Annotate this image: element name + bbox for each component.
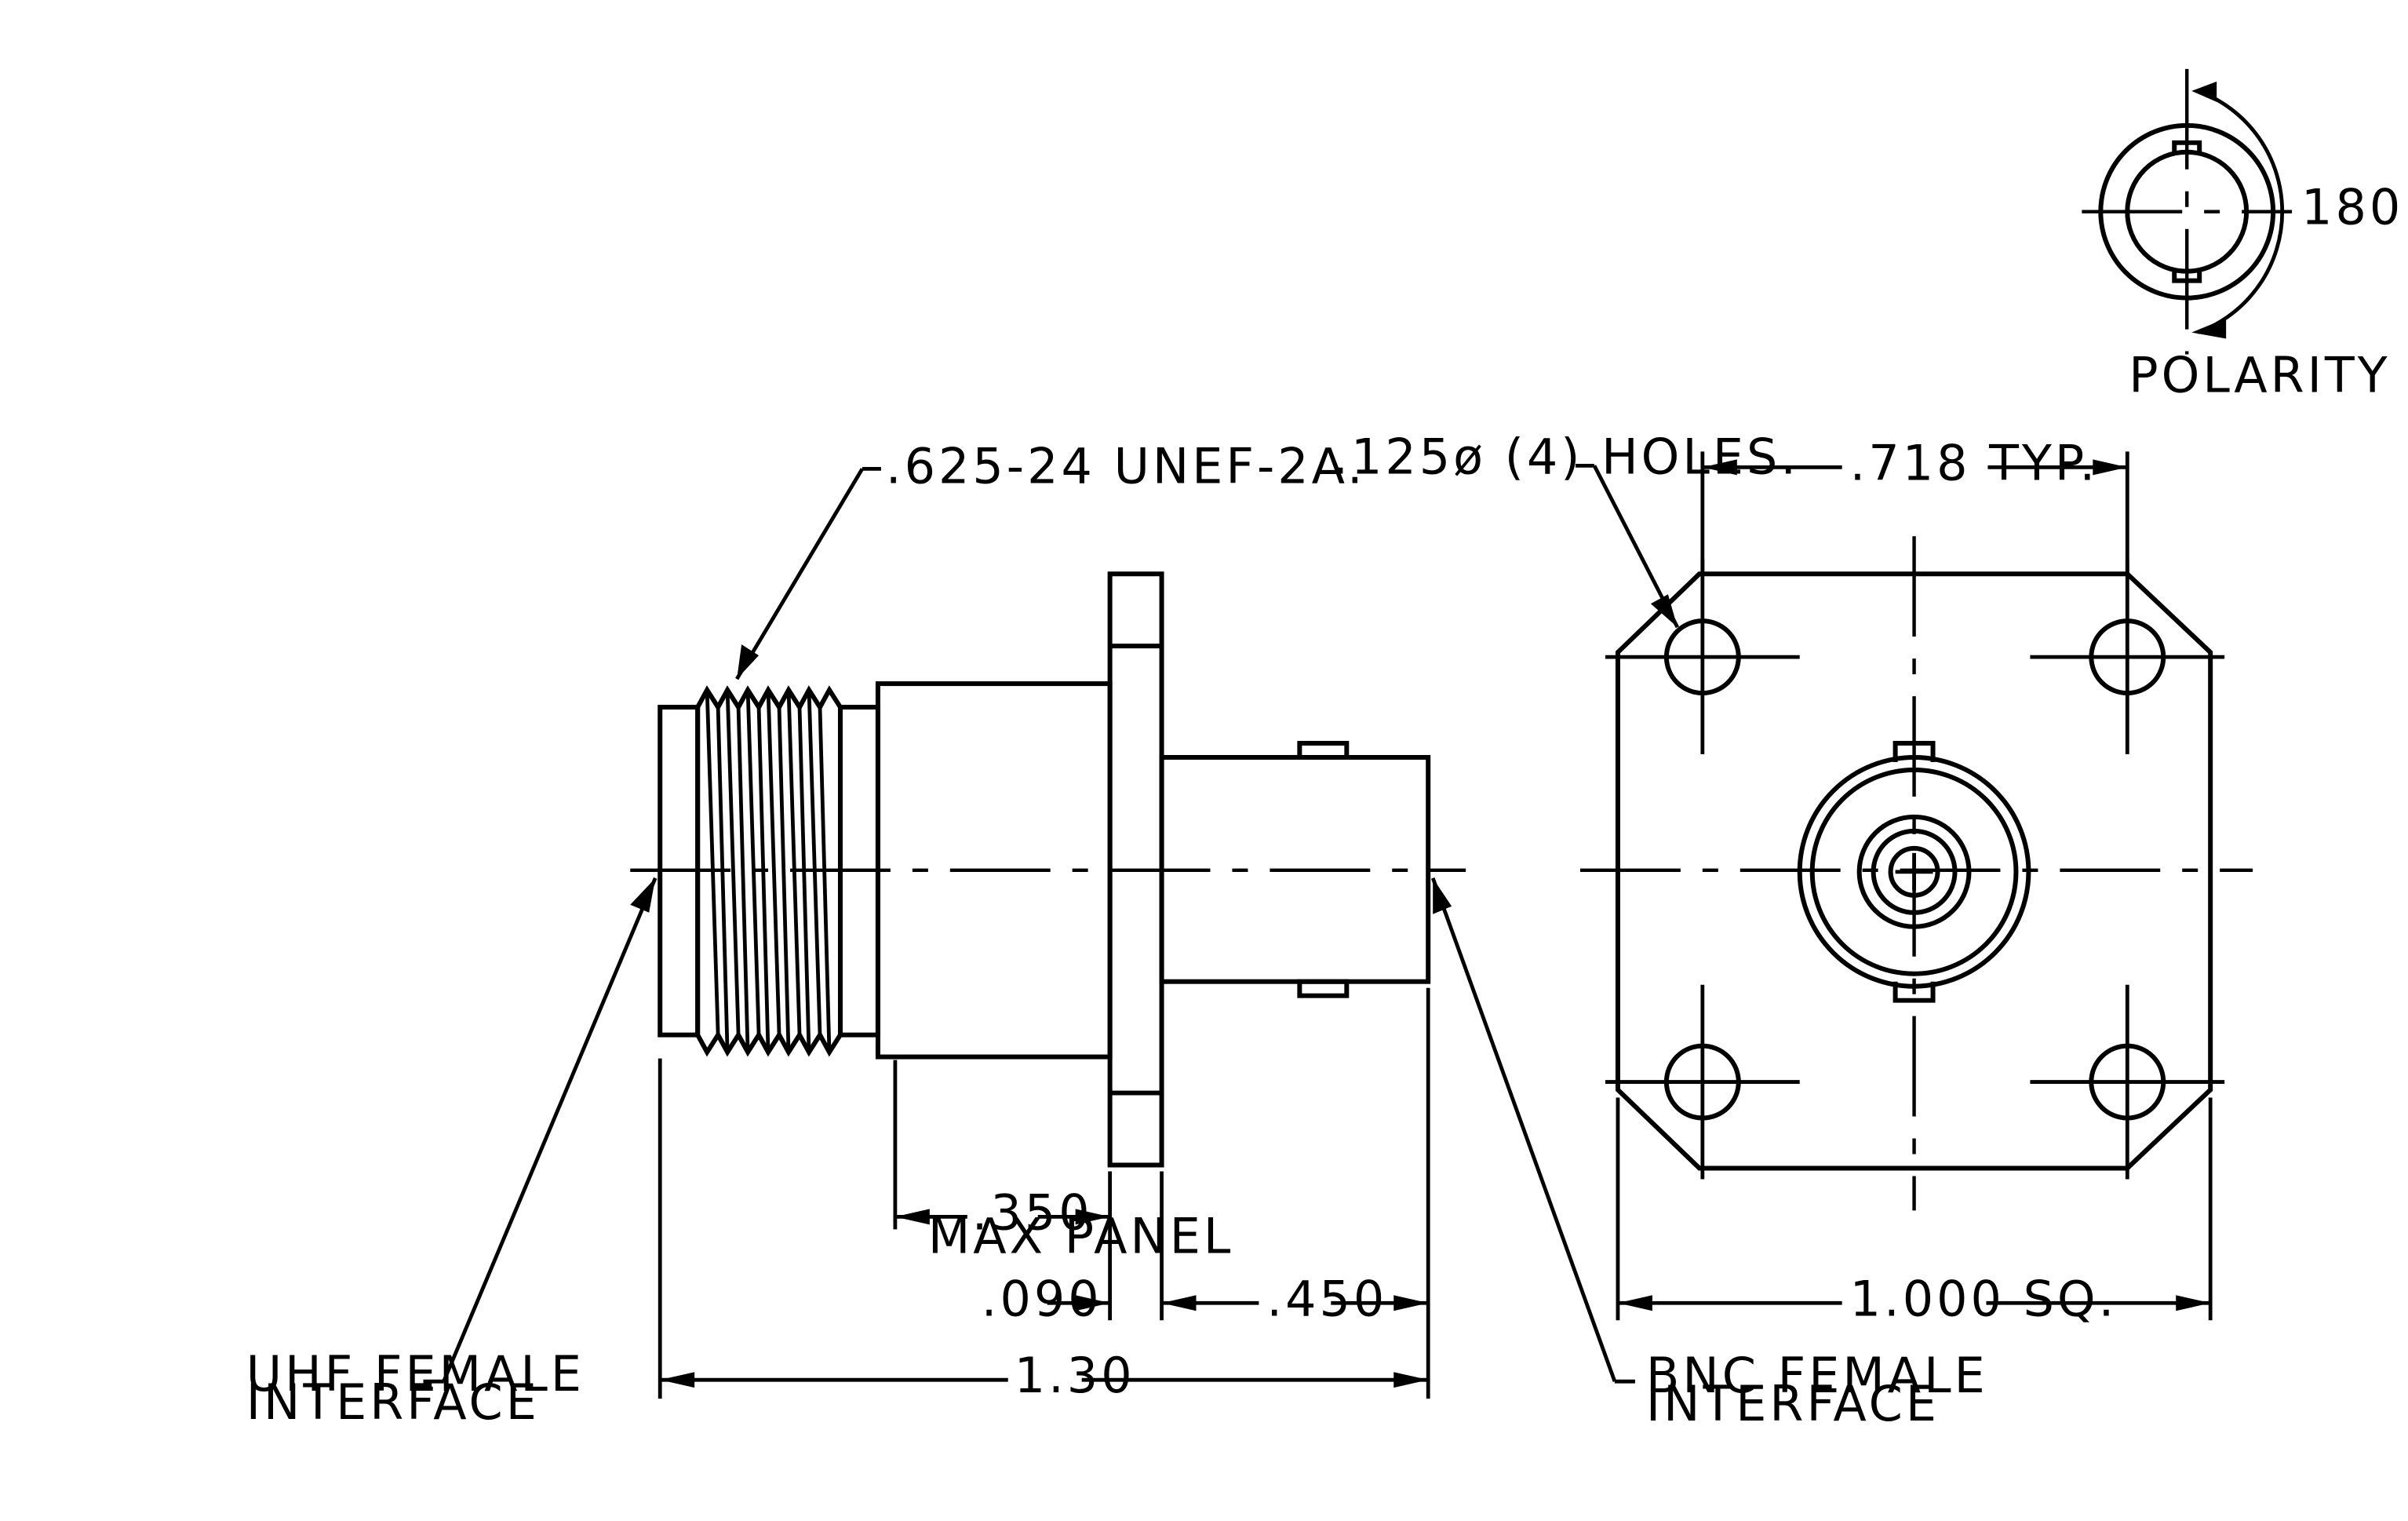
polarity-arrow-bottom bbox=[2191, 318, 2227, 339]
polarity-view: 180° POLARITY bbox=[2082, 68, 2408, 403]
holes-callout: .125ø (4) HOLES. bbox=[1332, 429, 1799, 629]
bnc-label-line2: INTERFACE bbox=[1646, 1376, 1940, 1432]
front-dimensions: .718 TYP. 1.000 SQ. bbox=[1616, 435, 2213, 1327]
thread-lines bbox=[705, 690, 832, 1052]
bayonet-pin-bottom bbox=[1297, 979, 1350, 998]
bayonet-pin-top bbox=[1297, 741, 1350, 760]
hole-spacing-dim: .718 TYP. bbox=[1850, 435, 2099, 491]
polarity-label: POLARITY bbox=[2129, 347, 2390, 403]
side-view bbox=[630, 571, 1466, 1168]
uhf-callout: UHF FEMALE INTERFACE bbox=[246, 877, 658, 1431]
holes-label: .125ø (4) HOLES. bbox=[1332, 429, 1799, 485]
thread-label: .625-24 UNEF-2A. bbox=[886, 438, 1366, 494]
side-dimensions: .350 MAX PANEL .090 .450 1.30 bbox=[658, 987, 1430, 1404]
max-panel-value: .350 bbox=[972, 1184, 1093, 1241]
front-view bbox=[1580, 536, 2253, 1211]
flange-thickness-dim: .090 bbox=[982, 1271, 1102, 1327]
angle-label: 180° bbox=[2301, 180, 2408, 236]
uhf-label-line1: UHF FEMALE bbox=[246, 1346, 585, 1402]
polarity-arrow-top bbox=[2191, 81, 2217, 102]
flange-square-dim: 1.000 SQ. bbox=[1850, 1271, 2118, 1327]
thread-callout: .625-24 UNEF-2A. bbox=[735, 438, 1366, 680]
uhf-label-line2: INTERFACE bbox=[246, 1374, 540, 1431]
max-panel-text: MAX PANEL bbox=[928, 1208, 1234, 1264]
bnc-callout: BNC FEMALE INTERFACE bbox=[1430, 877, 1988, 1432]
bnc-label-line1: BNC FEMALE bbox=[1646, 1348, 1988, 1404]
bnc-length-dim: .450 bbox=[1266, 1271, 1387, 1327]
overall-length-dim: 1.30 bbox=[1015, 1348, 1135, 1404]
